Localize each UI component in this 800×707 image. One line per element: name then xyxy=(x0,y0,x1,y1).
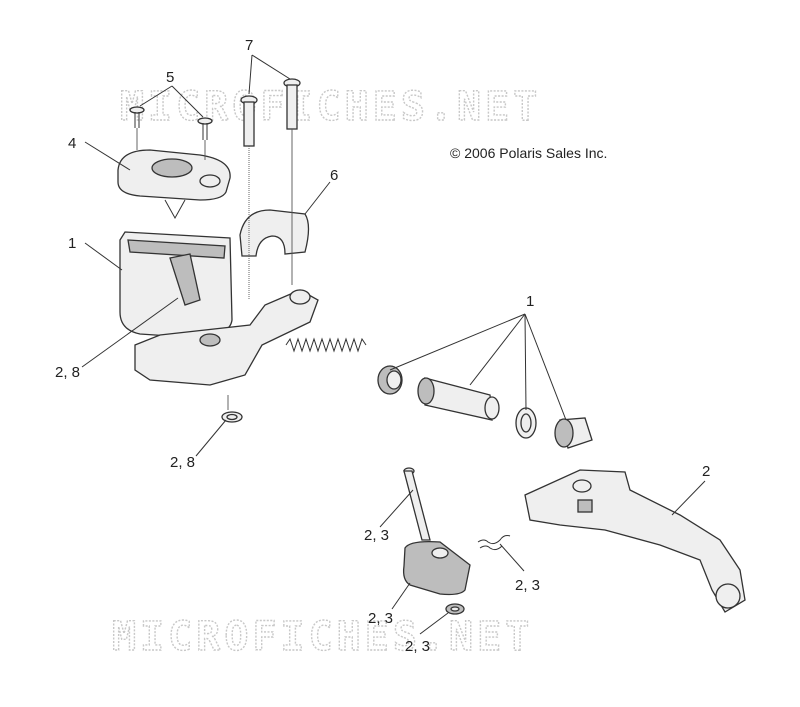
callout-1-piston: 1 xyxy=(526,293,534,310)
return-spring xyxy=(285,337,367,353)
callout-2-3-block: 2, 3 xyxy=(368,610,393,627)
lower-o-ring xyxy=(221,411,243,423)
callout-2-8-lower: 2, 8 xyxy=(170,454,195,471)
brake-lever xyxy=(524,469,746,613)
watermark-top: MICROFICHES.NET xyxy=(120,84,541,130)
retaining-clip xyxy=(445,603,465,615)
piston-boot xyxy=(554,417,593,449)
adjuster-block xyxy=(402,540,471,596)
piston xyxy=(417,377,500,421)
callout-2-3-spring: 2, 3 xyxy=(515,577,540,594)
master-cylinder-base xyxy=(134,289,319,386)
callout-6: 6 xyxy=(330,167,338,184)
piston-washer xyxy=(515,407,537,439)
callout-2-lever: 2 xyxy=(702,463,710,480)
detent-spring xyxy=(477,535,511,551)
pivot-pin xyxy=(403,467,431,541)
reservoir-body xyxy=(119,231,233,339)
callout-leaders xyxy=(81,54,706,635)
callout-2-8-upper: 2, 8 xyxy=(55,364,80,381)
reservoir-cap xyxy=(117,149,231,220)
bolt-left xyxy=(240,95,258,147)
callout-4: 4 xyxy=(68,135,76,152)
screw-small-left xyxy=(129,106,145,128)
callout-2-3-clip: 2, 3 xyxy=(405,638,430,655)
assembly-lines xyxy=(136,128,293,410)
callout-2-3-pin: 2, 3 xyxy=(364,527,389,544)
copyright-text: © 2006 Polaris Sales Inc. xyxy=(450,145,607,161)
callout-1-reservoir: 1 xyxy=(68,235,76,252)
watermark-bottom: MICROFICHES.NET xyxy=(112,614,533,660)
screw-small-right xyxy=(197,117,213,140)
piston-cup xyxy=(377,365,403,395)
callout-7: 7 xyxy=(245,37,253,54)
bolt-right xyxy=(283,78,301,130)
callout-5: 5 xyxy=(166,69,174,86)
handlebar-clamp xyxy=(239,209,310,257)
